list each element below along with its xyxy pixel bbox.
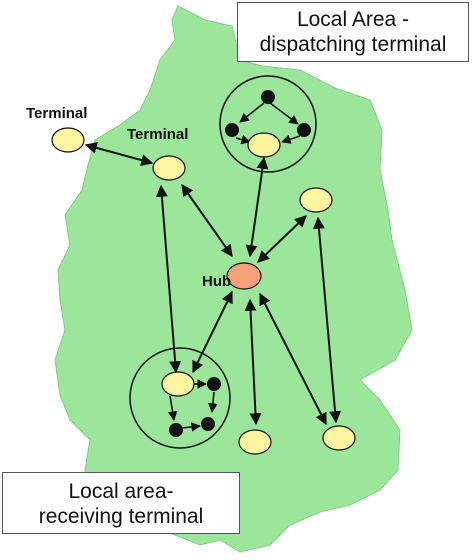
callout-receiving-line1: Local area- [68, 480, 174, 503]
local-receive-network [167, 379, 218, 432]
callout-dispatching-line1: Local Area - [296, 8, 410, 31]
label-hub: Hub [202, 273, 231, 290]
terminal-node-center [152, 155, 186, 181]
receive-node-bottom-right [201, 417, 215, 431]
label-terminal-left: Terminal [26, 105, 87, 122]
edge-center-to-hub [181, 184, 233, 257]
callout-receiving-terminal: Local area- receiving terminal [2, 472, 240, 534]
dispatch-node-top [261, 90, 275, 104]
dispatch-node-right [297, 123, 311, 137]
terminal-node-east [299, 187, 333, 213]
hub-node [226, 262, 262, 290]
callout-receiving-line2: receiving terminal [38, 505, 204, 528]
terminal-node-south [238, 429, 272, 455]
terminal-node-southeast [322, 425, 356, 451]
edge-hub-to-south [244, 298, 262, 426]
edge-east-to-hub [257, 215, 307, 263]
terminal-node-dispatch [247, 132, 281, 158]
terminal-node-left [51, 127, 85, 153]
terminal-node-receive [161, 371, 195, 397]
callout-dispatching-line2: dispatching terminal [259, 33, 447, 56]
label-terminal-center: Terminal [127, 126, 188, 143]
receive-node-bottom-left [169, 423, 183, 437]
edge-center-to-receive [155, 184, 182, 374]
receive-node-right [207, 377, 221, 391]
edges [84, 142, 342, 426]
callout-dispatching-terminal: Local Area - dispatching terminal [237, 2, 469, 62]
edge-dispatch-to-hub [245, 156, 269, 258]
edge-terminal-left-center [84, 142, 154, 166]
local-dispatch-network [235, 102, 301, 145]
edge-hub-to-receive [192, 290, 233, 374]
edge-hub-to-southeast [259, 292, 327, 426]
edge-east-to-southeast [312, 216, 342, 424]
dispatch-node-left [225, 123, 239, 137]
